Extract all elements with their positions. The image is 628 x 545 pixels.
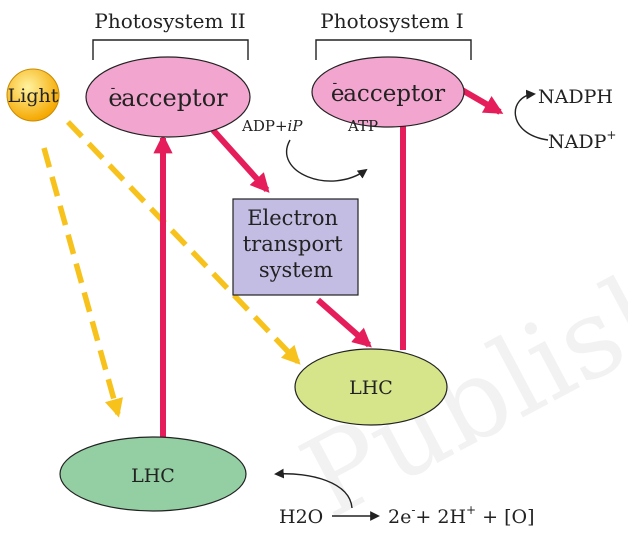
ps2-acceptor-ellipse [85,56,251,138]
acceptor-to-ets-arrow [210,127,270,193]
light-label: Light [8,85,59,107]
nadp-to-nadph-curve [514,89,549,141]
light-source-icon [6,68,60,122]
lhc-ps1-ellipse [294,348,448,426]
lhc-ps2-label: LHC [131,465,175,487]
photosystem-i-bracket [315,39,472,60]
ps1-acceptor-ellipse [311,56,465,128]
ps1-acceptor-label: e-acceptor [331,75,445,107]
atp-label: ATP [347,117,378,135]
nadph-label: NADPH [538,86,613,108]
water-to-lhc-curve [274,468,353,509]
photosystem-ii-label: Photosystem II [94,9,245,33]
lhc-ps2-ellipse [59,436,247,512]
water-label: H2O [279,506,323,528]
photosystem-i-label: Photosystem I [320,9,463,33]
electron-transport-system-box [232,198,359,296]
light-arrow-to-ps2-lhc [41,147,123,418]
ps2-acceptor-label: e-acceptor [108,80,228,112]
lhc-ps1-label: LHC [349,377,393,399]
ets-label: Electron transport system [243,206,350,282]
ps1-acceptor-to-nadph-arrow [460,87,504,115]
nadp-label: NADP+ [548,128,616,153]
photosystem-ii-bracket [92,39,249,60]
ets-to-ps1-lhc-arrow [316,297,372,348]
products-label: 2e-+ 2H+ + [O] [388,503,535,528]
adp-label: ADP+iP [241,117,303,135]
adp-to-atp-curve [286,139,368,182]
light-arrow-to-ps1-lhc [66,120,301,365]
